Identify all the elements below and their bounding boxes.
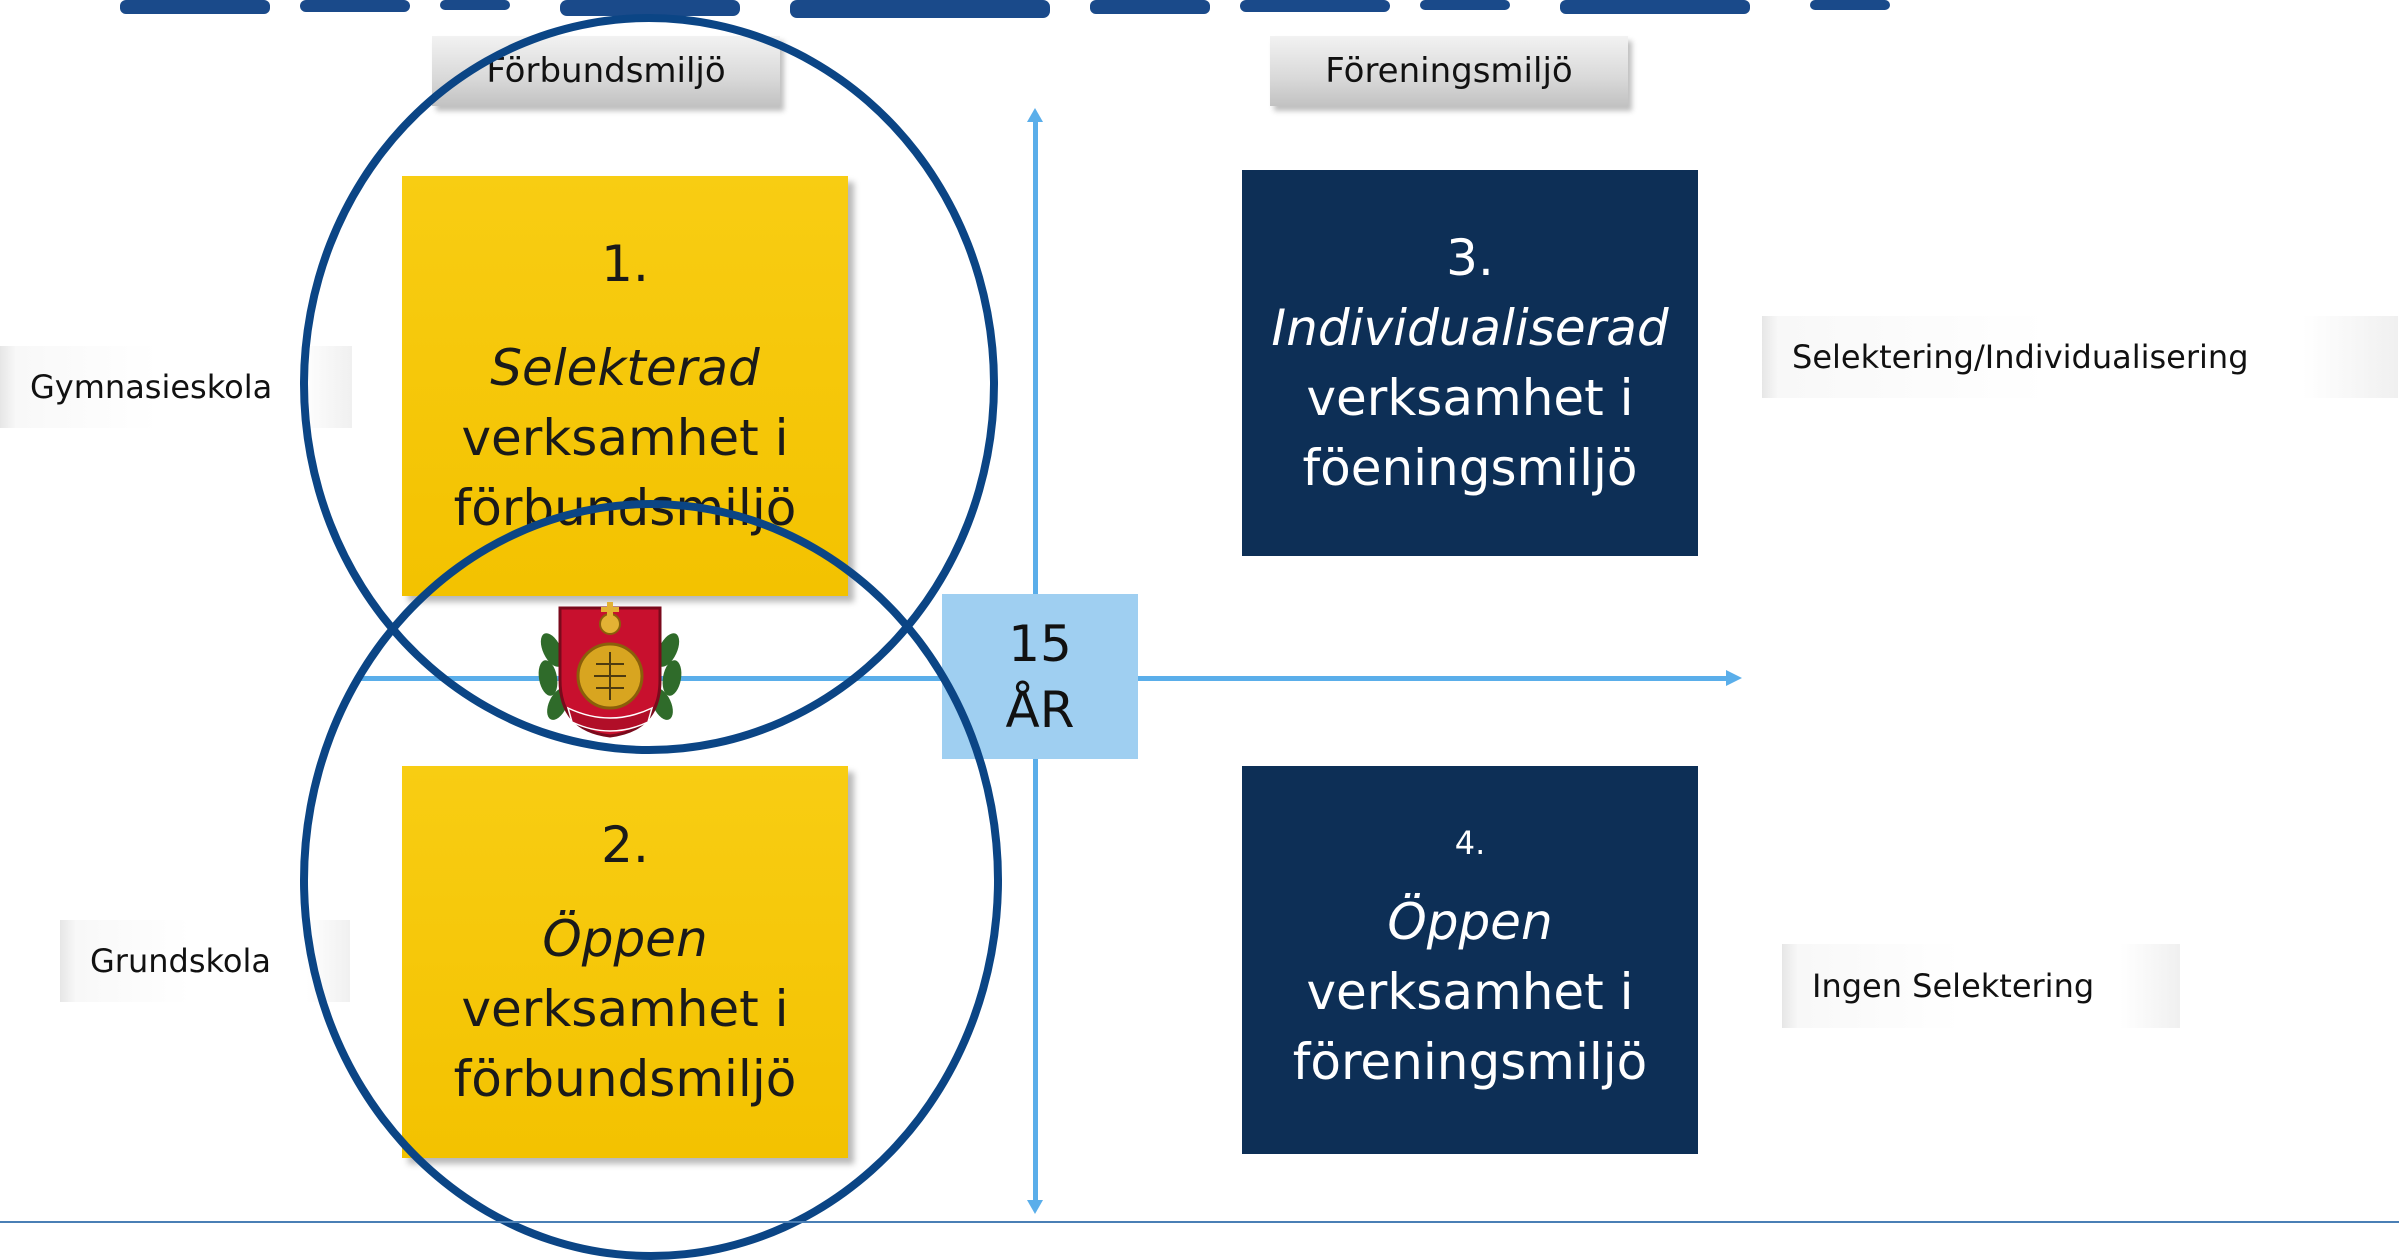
age-marker-number: 15 <box>1008 614 1072 673</box>
footer-divider <box>0 1221 2399 1223</box>
vertical-axis-arrow-down <box>1027 1200 1043 1214</box>
quadrant-4-box: 4. Öppen verksamhet i föreningsmiljö <box>1242 766 1698 1154</box>
vertical-axis-arrow-up <box>1027 108 1043 122</box>
label-gymnasieskola-text: Gymnasieskola <box>30 368 273 406</box>
label-ingen-selektering-text: Ingen Selektering <box>1812 967 2095 1005</box>
label-selektering-text: Selektering/Individualisering <box>1792 338 2249 376</box>
label-selektering: Selektering/Individualisering <box>1762 316 2398 398</box>
quadrant-4-emphasis: Öppen <box>1387 893 1553 951</box>
quadrant-3-box: 3. Individualiserad verksamhet i föening… <box>1242 170 1698 556</box>
quadrant-4-line3: föreningsmiljö <box>1292 1033 1648 1091</box>
age-marker-unit: ÅR <box>1005 680 1075 739</box>
horizontal-axis-arrow-right <box>1726 670 1742 686</box>
tag-foreningsmiljo-label: Föreningsmiljö <box>1325 51 1573 91</box>
quadrant-4-number: 4. <box>1454 824 1486 862</box>
label-ingen-selektering: Ingen Selektering <box>1782 944 2180 1028</box>
quadrant-3-line3: föeningsmiljö <box>1302 439 1638 497</box>
label-grundskola: Grundskola <box>60 920 350 1002</box>
label-grundskola-text: Grundskola <box>90 942 271 980</box>
age-marker-box: 15 ÅR <box>942 594 1138 759</box>
quadrant-4-line2: verksamhet i <box>1306 963 1634 1021</box>
quadrant-3-emphasis: Individualiserad <box>1271 299 1669 357</box>
quadrant-3-number: 3. <box>1446 229 1494 287</box>
page-title-remnant <box>0 0 2399 60</box>
ring-open-group <box>300 500 1002 1260</box>
quadrant-3-line2: verksamhet i <box>1306 369 1634 427</box>
tag-foreningsmiljo: Föreningsmiljö <box>1270 36 1628 106</box>
label-gymnasieskola: Gymnasieskola <box>0 346 352 428</box>
